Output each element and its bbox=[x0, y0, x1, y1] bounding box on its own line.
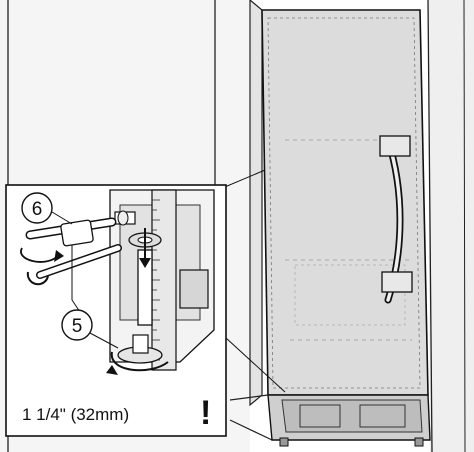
inset-mechanism bbox=[109, 189, 215, 371]
callout-6-label: 6 bbox=[32, 199, 43, 220]
dimension-emphasis: ! bbox=[200, 394, 211, 432]
appliance-door bbox=[261, 9, 429, 396]
door-handle bbox=[379, 135, 413, 304]
rotation-arrow-foot bbox=[106, 351, 169, 375]
callout-5-label: 5 bbox=[72, 316, 83, 337]
appliance-base bbox=[229, 394, 431, 447]
dimension-note: 1 1/4" (32mm) ! bbox=[22, 394, 211, 432]
callout-6: 6 bbox=[21, 192, 81, 313]
wrench-tool bbox=[20, 217, 122, 286]
callout-5: 5 bbox=[61, 309, 119, 349]
right-cabinet bbox=[427, 0, 474, 452]
dimension-text: 1 1/4" (32mm) bbox=[22, 405, 129, 424]
appliance-side-panel bbox=[249, 0, 263, 407]
